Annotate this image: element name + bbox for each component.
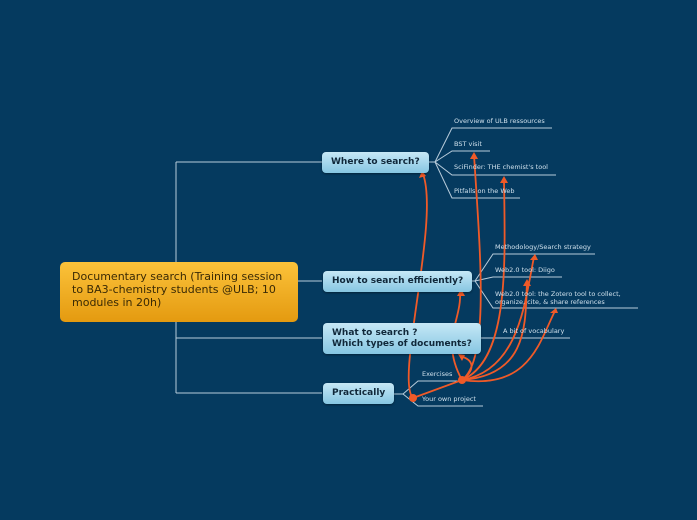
subtopic[interactable]: Methodology/Search strategy [495,243,591,251]
branch-how-to-search[interactable]: How to search efficiently? [323,271,473,292]
subtopic[interactable]: Your own project [422,395,476,403]
subtopic[interactable]: SciFinder: THE chemist's tool [454,163,548,171]
subtopic[interactable]: Web2.0 tool: the Zotero tool to collect,… [495,290,621,306]
subtopic[interactable]: Overview of ULB ressources [454,117,545,125]
subtopic[interactable]: BST visit [454,140,482,148]
subtopic[interactable]: A bit of vocabulary [503,327,565,335]
branch-label: Practically [332,388,386,398]
branch-label: What to search ? Which types of document… [332,327,472,349]
central-topic[interactable]: Documentary search (Training session to … [60,262,298,322]
branch-practically[interactable]: Practically [323,383,395,404]
subtopic[interactable]: Exercises [422,370,453,378]
central-topic-label: Documentary search (Training session to … [72,270,283,309]
branch-where-to-search[interactable]: Where to search? [322,152,429,173]
subtopic[interactable]: Pitfalls on the Web [454,187,515,195]
branch-label: Where to search? [331,157,420,167]
branch-label: How to search efficiently? [332,276,464,286]
subtopic[interactable]: Web2.0 tool: Diigo [495,266,555,274]
branch-what-to-search[interactable]: What to search ? Which types of document… [323,323,481,354]
